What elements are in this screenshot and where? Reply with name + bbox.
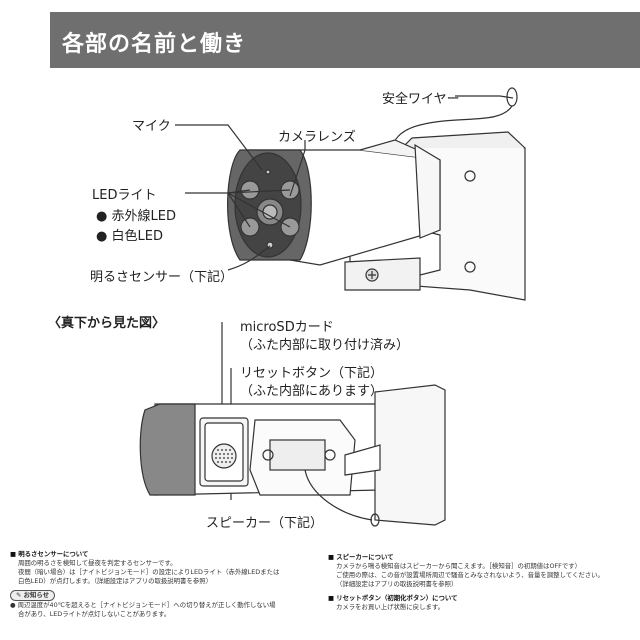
note-sensor-line3: 白色LED）が点灯します。（詳細設定はアプリの取扱説明書を参照） xyxy=(18,577,213,585)
note-reset-line1: カメラをお買い上げ状態に戻します。 xyxy=(336,603,444,611)
label-white-led: 白色LED xyxy=(111,229,163,244)
label-led-light: LEDライト xyxy=(92,188,157,203)
notice-badge: ✎ お知らせ xyxy=(10,590,56,601)
note-sensor-line2: 夜間（暗い場合）は［ナイトビジョンモード］の設定によりLEDライト（赤外線LED… xyxy=(18,568,280,576)
label-reset-line2: （ふた内部にあります） xyxy=(240,384,384,399)
bullet-icon: ● xyxy=(96,229,108,244)
note-speaker-heading: ■ スピーカーについて xyxy=(328,553,394,561)
note-speaker-line1: カメラから鳴る検知音はスピーカーから聞こえます。［検知音］の初期値はOFFです） xyxy=(336,562,581,570)
notice-icon: ✎ xyxy=(16,591,22,599)
label-microsd-line2: （ふた内部に取り付け済み） xyxy=(240,338,410,353)
label-safety-wire: 安全ワイヤー xyxy=(382,92,460,107)
notice-line2: 合があり、LEDライトが点灯しないことがあります。 xyxy=(18,610,171,618)
bullet-icon: ● xyxy=(96,209,108,224)
note-reset-heading: ■ リセットボタン（初期化ボタン）について xyxy=(328,594,458,602)
notes-left: ■ 明るさセンサーについて 周囲の明るさを検知して昼夜を判定するセンサーです。 … xyxy=(10,550,320,619)
note-sensor-line1: 周囲の明るさを検知して昼夜を判定するセンサーです。 xyxy=(18,559,177,567)
note-speaker-line2: ご使用の際は、この音が設置場所周辺で騒音とみなされないよう、音量を調整してくださ… xyxy=(336,571,604,579)
section-bottom-view: 〈真下から見た図〉 xyxy=(48,316,166,331)
note-speaker-line3: （詳細設定はアプリの取扱説明書を参照） xyxy=(336,580,458,588)
label-reset-line1: リセットボタン（下記） xyxy=(240,366,384,381)
label-mic: マイク xyxy=(132,119,171,134)
notice-line1: ● 周辺温度が40℃を超えると［ナイトビジョンモード］への切り替えが正しく動作し… xyxy=(10,601,276,609)
notice-label: お知らせ xyxy=(23,591,50,599)
label-ir-led-item: ● 赤外線LED xyxy=(96,205,176,224)
page-header: 各部の名前と働き xyxy=(50,12,640,68)
notes-right: ■ スピーカーについて カメラから鳴る検知音はスピーカーから聞こえます。［検知音… xyxy=(328,553,634,612)
label-camera-lens: カメラレンズ xyxy=(278,130,356,145)
label-ir-led: 赤外線LED xyxy=(111,209,176,224)
note-sensor-heading: ■ 明るさセンサーについて xyxy=(10,550,89,558)
label-microsd-line1: microSDカード xyxy=(240,320,334,335)
label-light-sensor: 明るさセンサー（下記） xyxy=(90,270,234,285)
page-title: 各部の名前と働き xyxy=(62,32,247,57)
label-speaker: スピーカー（下記） xyxy=(206,516,324,531)
label-white-led-item: ● 白色LED xyxy=(96,225,163,244)
speaker-holes xyxy=(215,449,233,463)
